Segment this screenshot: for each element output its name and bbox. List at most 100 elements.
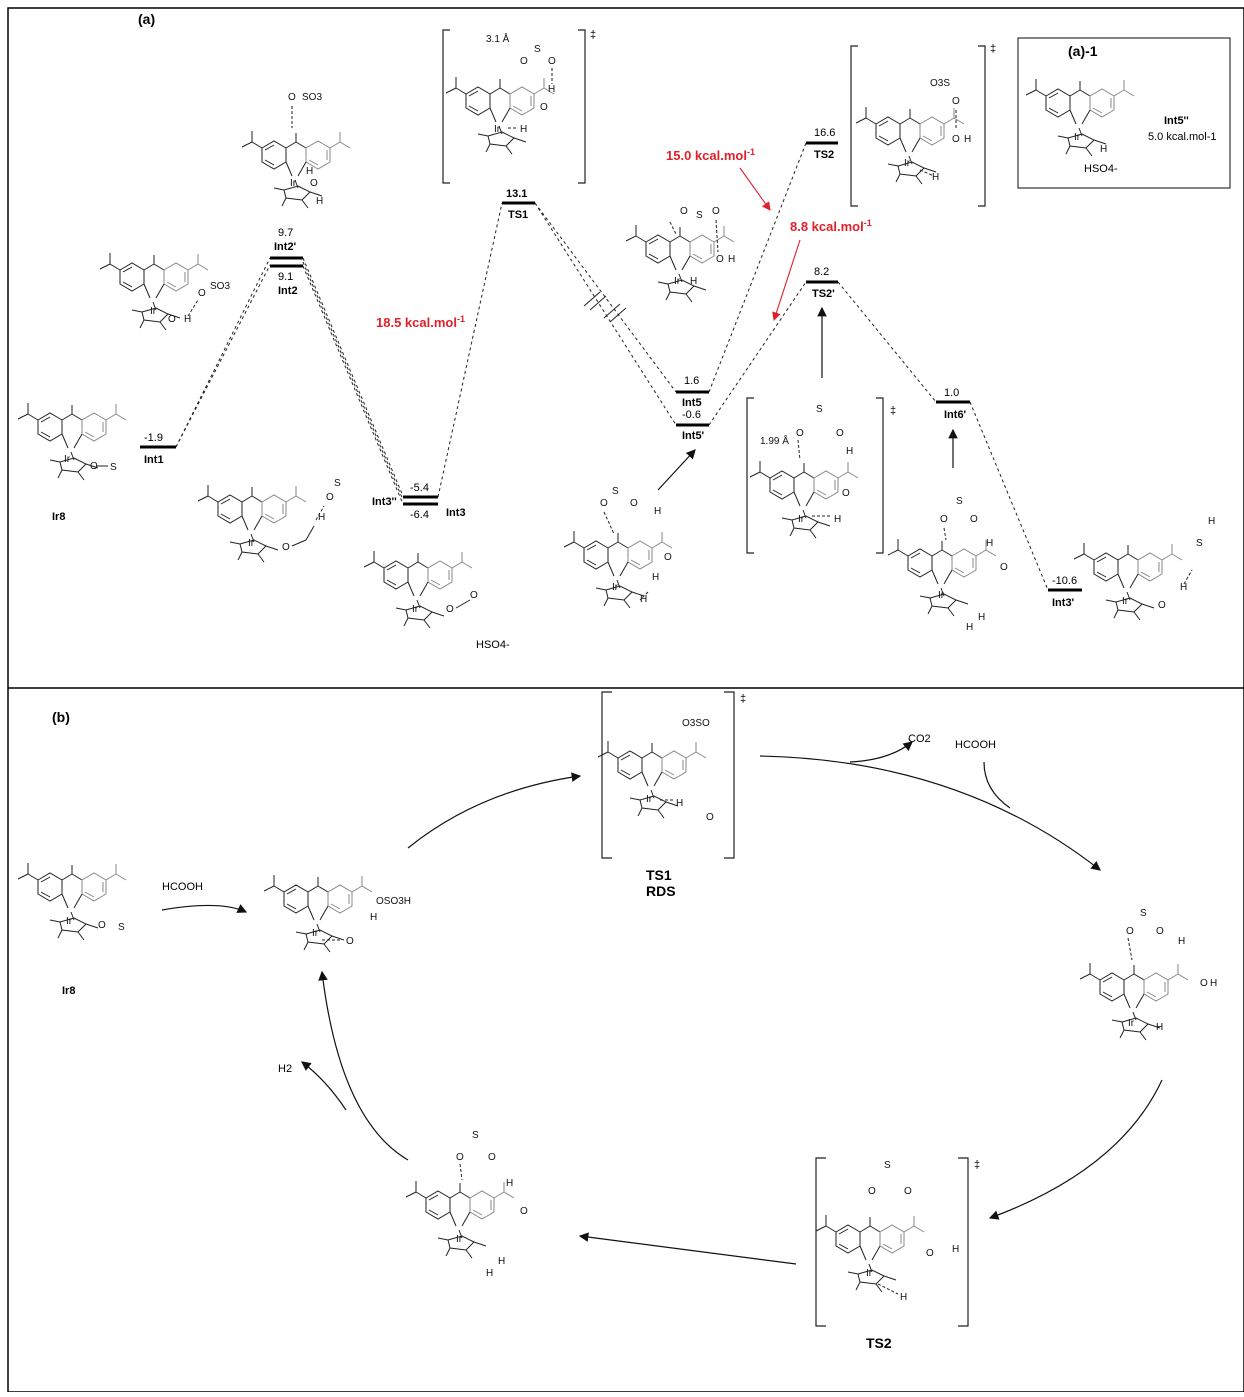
svg-text:O: O (288, 92, 296, 103)
inset-species: Int5'' (1164, 115, 1189, 127)
svg-text:O: O (520, 1206, 528, 1217)
svg-text:Ir: Ir (1122, 596, 1129, 607)
svg-text:O: O (952, 96, 960, 107)
svg-text:O: O (1126, 926, 1134, 937)
svg-text:S: S (110, 462, 117, 473)
barrier-arrow-1 (739, 167, 771, 211)
arrow-co2-release (849, 741, 913, 763)
ir8-label: Ir8 (52, 511, 65, 523)
svg-text:H: H (1178, 936, 1185, 947)
svg-text:O3SO: O3SO (682, 718, 710, 729)
cycle-rds-label: RDS (646, 883, 676, 899)
name-ts1: TS1 (508, 209, 528, 221)
svg-text:S: S (1196, 538, 1203, 549)
svg-text:SO3: SO3 (302, 92, 322, 103)
value-int2p: 9.7 (278, 227, 293, 239)
hso4-label: HSO4- (476, 639, 510, 651)
ts2p-distance: 1.99 Å (760, 434, 789, 447)
svg-text:S: S (118, 922, 125, 933)
arrow-ts1-to-int5 (759, 755, 1101, 871)
value-int3: -6.4 (410, 509, 429, 521)
structure-ts2: ‡ Ir H O3S O O H (850, 43, 996, 207)
svg-text:Ir: Ir (290, 178, 297, 189)
name-ts2: TS2 (814, 149, 834, 161)
svg-text:H: H (370, 912, 377, 923)
value-ts2: 16.6 (814, 127, 835, 139)
svg-text:O: O (712, 206, 720, 217)
svg-text:O: O (548, 56, 556, 67)
svg-text:H: H (846, 446, 853, 457)
svg-text:O: O (904, 1186, 912, 1197)
cycle-ts2: ‡ Ir H S O O O H TS2 (815, 1157, 980, 1351)
svg-text:H: H (1156, 1022, 1163, 1033)
cycle-ts1: ‡ Ir H O3SO O TS1 RDS (597, 691, 746, 899)
svg-text:Ir: Ir (494, 124, 501, 135)
svg-text:O: O (1200, 978, 1208, 989)
svg-text:O: O (98, 920, 106, 931)
svg-text:H: H (966, 622, 973, 633)
svg-text:Ir: Ir (412, 604, 419, 615)
arrow-hcooh-in (983, 761, 1011, 809)
arrow-formate-to-ts1 (407, 772, 582, 849)
svg-text:H: H (964, 134, 971, 145)
svg-text:Ir: Ir (1128, 1018, 1135, 1029)
svg-text:H: H (498, 1256, 505, 1267)
svg-text:O: O (716, 254, 724, 265)
structure-int3: Ir O O HSO4- (363, 550, 510, 651)
svg-text:Ir: Ir (646, 794, 653, 805)
inset-a1: (a)-1 Ir H Int5'' 5.0 kcal.mol-1 HSO4- (1017, 37, 1231, 189)
svg-text:O: O (326, 492, 334, 503)
svg-text:H: H (316, 196, 323, 207)
structure-int2: Ir O H O SO3 (99, 252, 230, 331)
svg-text:O3S: O3S (930, 78, 950, 89)
svg-text:O: O (1158, 600, 1166, 611)
svg-text:H: H (932, 172, 939, 183)
energy-profile: -1.9 Int1 9.7 Int2' 9.1 Int2 -5.4 Int3''… (140, 127, 1082, 609)
cycle-ts1-label: TS1 (646, 867, 672, 883)
svg-text:O: O (970, 514, 978, 525)
product-co2: CO2 (908, 733, 931, 745)
svg-text:Ir: Ir (456, 1234, 463, 1245)
svg-text:Ir: Ir (904, 158, 911, 169)
svg-text:H: H (676, 798, 683, 809)
svg-text:O: O (664, 552, 672, 563)
svg-text:‡: ‡ (890, 405, 896, 417)
svg-text:H: H (506, 1178, 513, 1189)
inset-anion: HSO4- (1084, 163, 1118, 175)
svg-text:Ir: Ir (1074, 132, 1081, 143)
svg-text:‡: ‡ (990, 43, 996, 55)
svg-text:H: H (834, 514, 841, 525)
svg-text:O: O (282, 542, 290, 553)
svg-text:O: O (940, 514, 948, 525)
svg-text:Ir: Ir (248, 538, 255, 549)
svg-text:S: S (534, 44, 541, 55)
value-int6p: 1.0 (944, 387, 959, 399)
svg-text:O: O (470, 590, 478, 601)
svg-text:O: O (90, 461, 98, 472)
svg-text:S: S (472, 1130, 479, 1141)
svg-text:H: H (318, 512, 325, 523)
svg-text:H: H (978, 612, 985, 623)
inset-energy: 5.0 kcal.mol-1 (1148, 131, 1216, 143)
svg-text:O: O (842, 488, 850, 499)
cycle-ir8: Ir O S Ir8 (17, 862, 127, 997)
svg-text:O: O (168, 314, 176, 325)
structure-ts1: ‡ Ir 3.1 Å S O O H O H (442, 29, 596, 184)
name-int5p: Int5' (682, 430, 705, 442)
arrow-int6-to-formate (318, 970, 409, 1161)
svg-text:H: H (986, 538, 993, 549)
structure-int2p: Ir O H H O SO3 (241, 92, 351, 209)
svg-text:H: H (640, 594, 647, 605)
svg-text:O: O (836, 428, 844, 439)
arrow-ts2-to-int6 (578, 1232, 797, 1265)
value-int5: 1.6 (684, 375, 699, 387)
svg-text:O: O (1000, 562, 1008, 573)
svg-text:H: H (900, 1292, 907, 1303)
svg-text:S: S (884, 1160, 891, 1171)
arrow-to-int5p (657, 449, 696, 491)
name-int2: Int2 (278, 285, 298, 297)
catalytic-cycle: Ir O S Ir8 HCOOH Ir O H OSO3H ‡ Ir H O3S… (17, 691, 1217, 1351)
structure-int5p-precursor: Ir H S O O H O H (563, 486, 673, 609)
name-int3: Int3 (446, 507, 466, 519)
